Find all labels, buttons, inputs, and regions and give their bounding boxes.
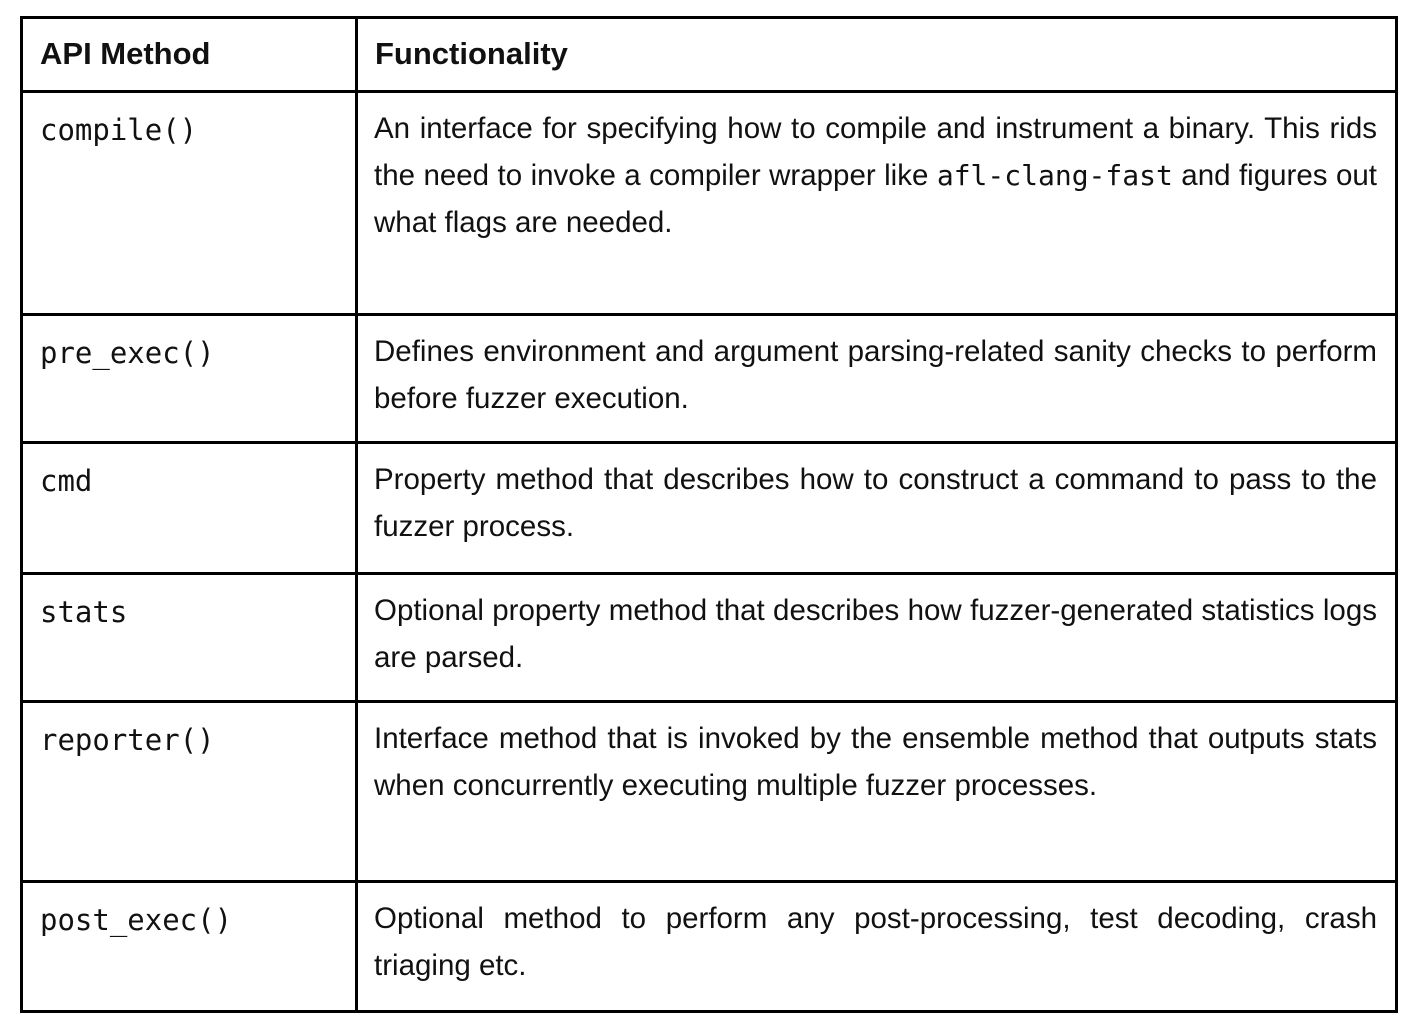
inline-code-afl-clang-fast: afl-clang-fast [936, 159, 1173, 192]
column-header-functionality: Functionality [355, 16, 1398, 93]
functionality-text-pre: An interface for specifying how to compi… [374, 112, 1377, 192]
functionality-text-post: and figures out what flags are needed. [374, 159, 1377, 239]
table-header-row: API Method Functionality [20, 16, 1398, 93]
method-name-pre-exec: pre_exec() [20, 313, 358, 444]
functionality-cell-stats: Optional property method that describes … [355, 572, 1398, 703]
table-row-pre-exec: pre_exec() Defines environment and argum… [20, 313, 1398, 444]
table-row-cmd: cmd Property method that describes how t… [20, 441, 1398, 575]
method-name-stats: stats [20, 572, 358, 703]
method-name-compile: compile() [20, 90, 358, 316]
column-header-api-method: API Method [20, 16, 358, 93]
table-row-reporter: reporter() Interface method that is invo… [20, 700, 1398, 883]
table-row-stats: stats Optional property method that desc… [20, 572, 1398, 703]
table-row-compile: compile() An interface for specifying ho… [20, 90, 1398, 316]
functionality-cell-pre-exec: Defines environment and argument parsing… [355, 313, 1398, 444]
functionality-cell-cmd: Property method that describes how to co… [355, 441, 1398, 575]
method-name-post-exec: post_exec() [20, 880, 358, 1013]
functionality-cell-compile: An interface for specifying how to compi… [355, 90, 1398, 316]
functionality-cell-post-exec: Optional method to perform any post-proc… [355, 880, 1398, 1013]
method-name-reporter: reporter() [20, 700, 358, 883]
paper-table-page: API Method Functionality compile() An in… [0, 16, 1412, 1032]
functionality-cell-reporter: Interface method that is invoked by the … [355, 700, 1398, 883]
api-methods-table: API Method Functionality compile() An in… [20, 16, 1398, 1013]
table-row-post-exec: post_exec() Optional method to perform a… [20, 880, 1398, 1013]
method-name-cmd: cmd [20, 441, 358, 575]
